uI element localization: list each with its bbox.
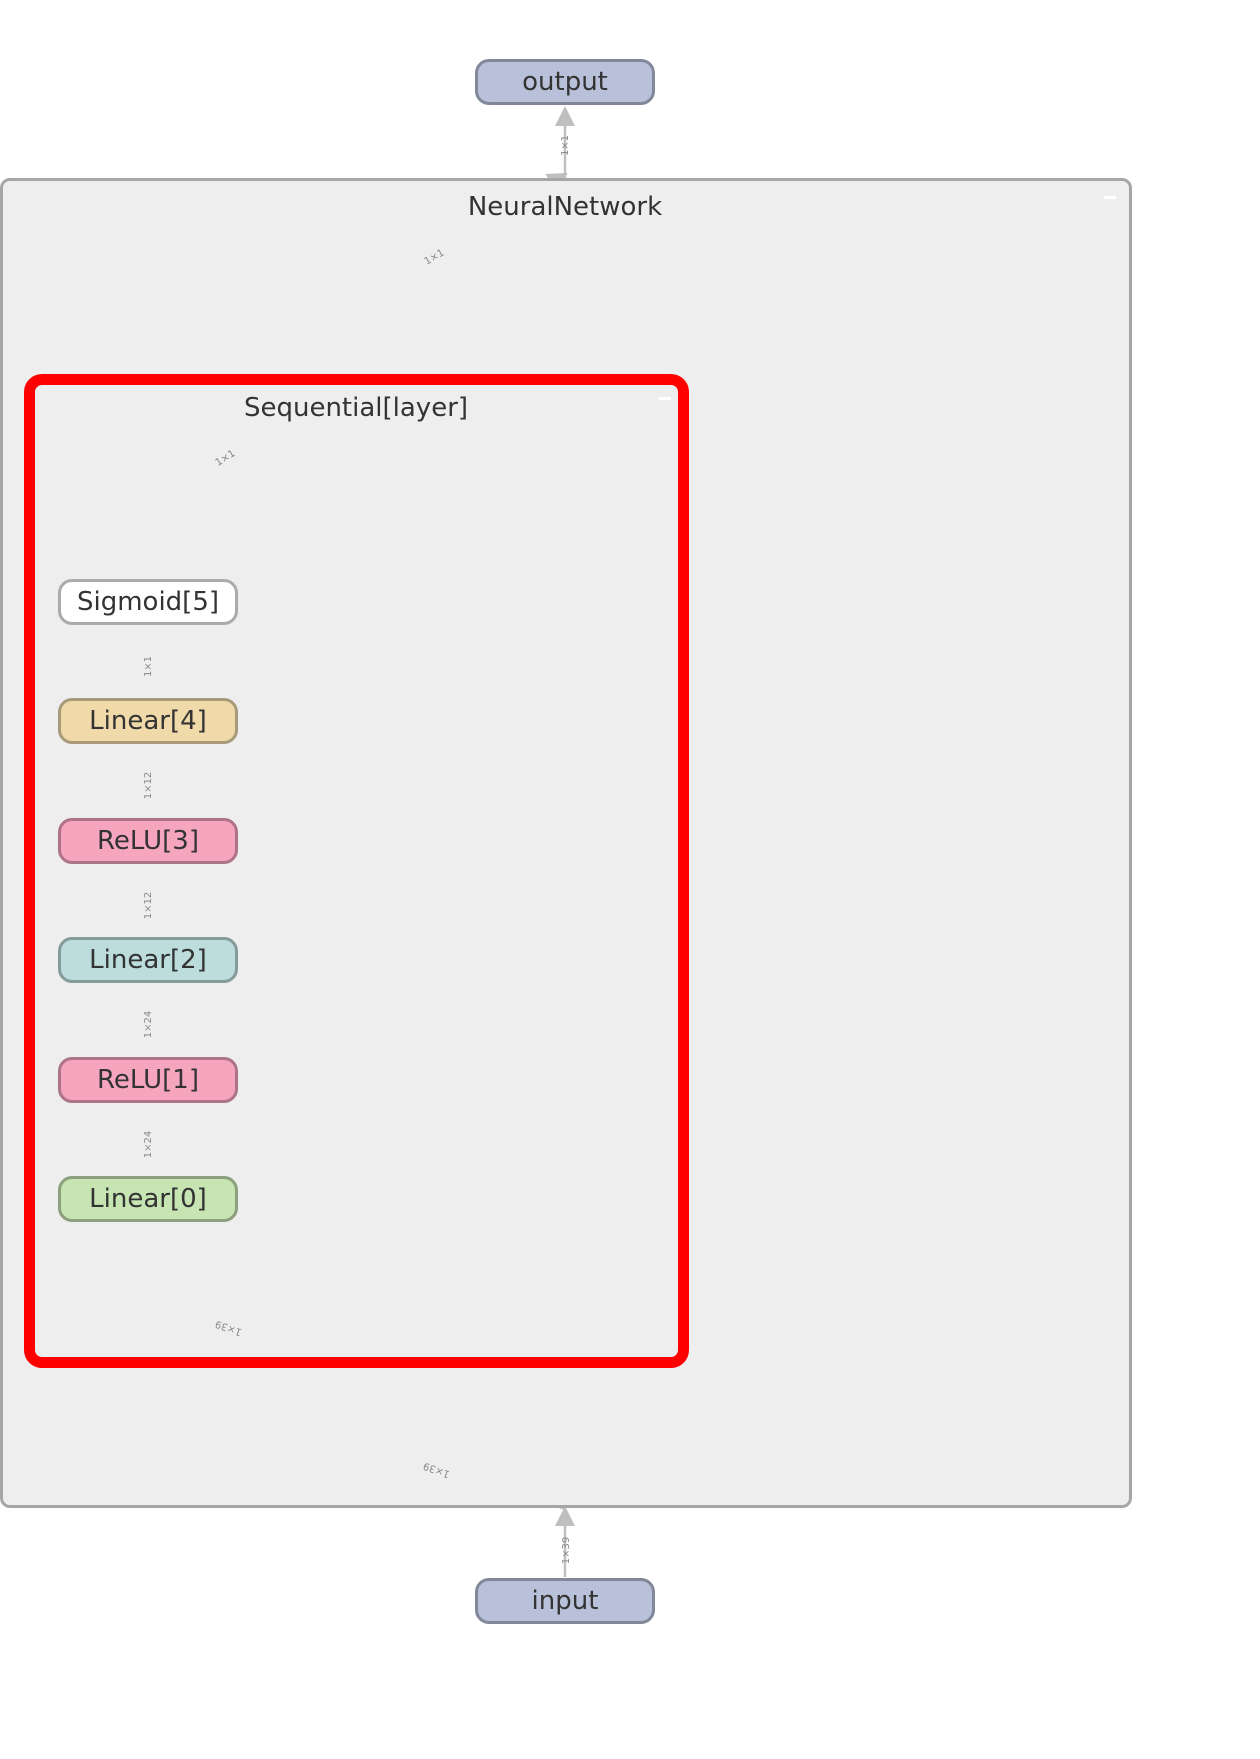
edge-label-linear0-to-relu1: 1×24: [143, 1130, 155, 1159]
sigmoid-5-node[interactable]: Sigmoid[5]: [58, 579, 238, 625]
edge-label-linear2-to-relu3: 1×12: [143, 891, 155, 920]
edge-label-input-to-net: 1×39: [561, 1536, 573, 1565]
relu-1-node[interactable]: ReLU[1]: [58, 1057, 238, 1103]
edge-label-net-to-output: 1×1: [560, 134, 572, 157]
linear-0-node[interactable]: Linear[0]: [58, 1176, 238, 1222]
minus-icon[interactable]: [659, 397, 671, 400]
relu-3-node[interactable]: ReLU[3]: [58, 818, 238, 864]
minus-icon[interactable]: [1104, 196, 1116, 199]
edge-label-relu3-to-linear4: 1×12: [143, 771, 155, 800]
edge-label-relu1-to-linear2: 1×24: [143, 1010, 155, 1039]
edge-label-linear4-to-sigmoid: 1×1: [143, 655, 155, 678]
linear-2-node[interactable]: Linear[2]: [58, 937, 238, 983]
input-node[interactable]: input: [475, 1578, 655, 1624]
linear-4-node[interactable]: Linear[4]: [58, 698, 238, 744]
sequential-layer-group-label: Sequential[layer]: [243, 393, 469, 423]
output-node[interactable]: output: [475, 59, 655, 105]
neuralnetwork-group-label: NeuralNetwork: [467, 192, 663, 222]
